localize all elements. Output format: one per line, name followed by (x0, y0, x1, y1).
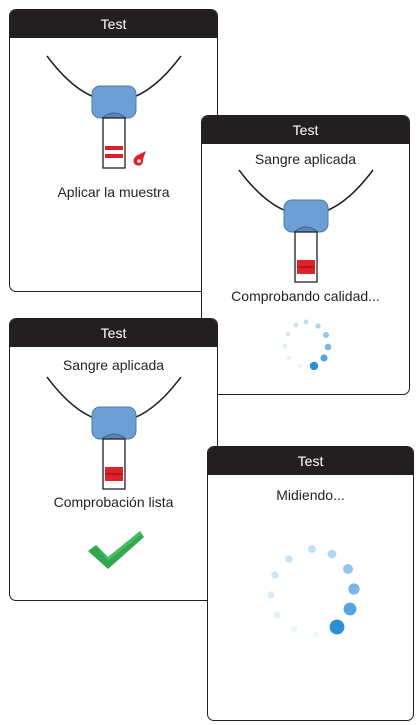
test-screen-apply-sample: Test Aplicar la muestra (9, 9, 218, 292)
test-screen-checking-quality: Test Sangre aplicada Comprobando calidad… (201, 115, 410, 395)
checkmark-icon (88, 531, 144, 569)
screen-header: Test (208, 447, 413, 475)
blood-drop-icon (133, 151, 146, 166)
screen-header: Test (10, 10, 217, 38)
status-text: Sangre aplicada (254, 151, 357, 167)
message-text: Comprobando calidad... (231, 288, 380, 304)
screen-header: Test (10, 319, 217, 347)
message-text: Comprobación lista (53, 494, 174, 510)
test-screen-measuring: Test Midiendo... (207, 446, 414, 721)
status-text: Midiendo... (276, 487, 345, 503)
loading-spinner-icon (267, 545, 360, 639)
status-text: Sangre aplicada (62, 357, 165, 373)
meter-strip-icon (237, 169, 374, 283)
screen-header: Test (202, 116, 409, 144)
loading-spinner-icon (282, 319, 332, 371)
instruction-text: Aplicar la muestra (57, 184, 170, 200)
meter-strip-icon (45, 376, 182, 490)
test-screen-check-complete: Test Sangre aplicada Comprobación lista (9, 318, 218, 601)
meter-strip-icon (45, 55, 182, 169)
